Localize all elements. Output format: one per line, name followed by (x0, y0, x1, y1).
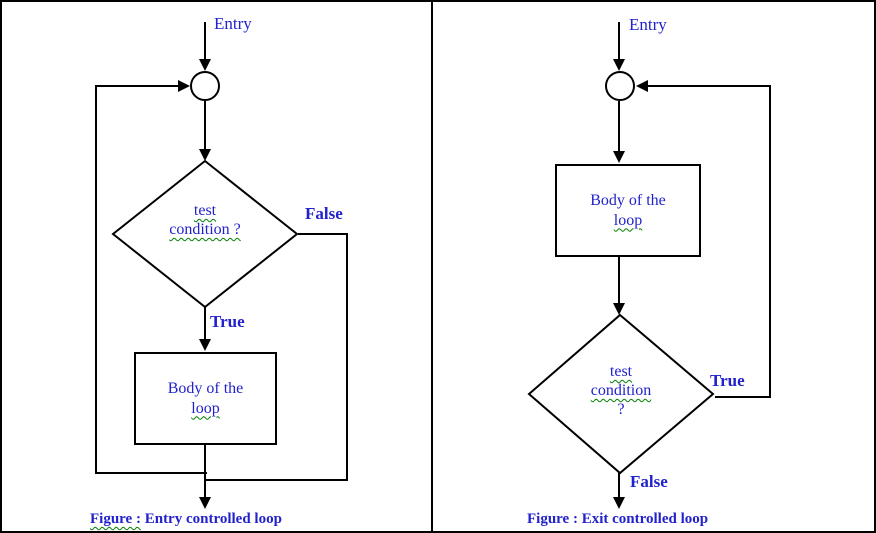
figure-caption-prefix: Figure : (527, 511, 578, 527)
figure-caption-prefix: Figure : (90, 511, 141, 527)
circle-to-diamond-line (204, 101, 206, 150)
figure-caption: Figure : Exit controlled loop (527, 511, 708, 528)
panel-divider-line (431, 2, 433, 531)
decision-diamond (527, 313, 715, 475)
arrow-down-icon (199, 497, 211, 509)
condition-line: test (193, 202, 217, 219)
body-of-loop-box: Body of the loop (555, 164, 701, 257)
connector-circle (605, 71, 635, 101)
entry-line (204, 22, 206, 60)
arrow-down-icon (199, 149, 211, 161)
loopback-top-line (647, 85, 771, 87)
arrow-down-icon (199, 59, 211, 71)
figure-caption: Figure : Entry controlled loop (90, 511, 282, 528)
arrow-down-icon (613, 59, 625, 71)
condition-text: test condition ? (527, 362, 715, 420)
body-text-line: Body of the (167, 379, 244, 397)
arrow-down-icon (613, 151, 625, 163)
false-label: False (630, 472, 668, 491)
condition-line: ? (617, 401, 625, 419)
decision-diamond-shape (527, 313, 715, 475)
loopback-right-line (769, 85, 771, 398)
condition-line: condition ? (169, 221, 241, 239)
true-label: True (710, 371, 745, 390)
connector-circle (190, 71, 220, 101)
figure-caption-text: Entry controlled loop (140, 511, 282, 527)
false-branch-bottom-line (206, 479, 348, 481)
entry-label: Entry (629, 15, 667, 34)
arrow-left-icon (636, 80, 648, 92)
loopback-left-line (95, 85, 97, 474)
diamond-to-body-line (204, 307, 206, 340)
body-text-line: Body of the (590, 191, 666, 209)
true-label: True (210, 312, 245, 331)
body-text-line: loop (613, 211, 643, 229)
body-to-diamond-line (618, 257, 620, 304)
entry-line (618, 22, 620, 60)
condition-line: condition (590, 382, 652, 400)
exit-line (618, 472, 620, 498)
arrow-down-icon (199, 339, 211, 351)
loopback-bottom-line (95, 472, 207, 474)
false-branch-right-line (346, 233, 348, 481)
false-label: False (305, 204, 343, 223)
exit-line (204, 445, 206, 498)
entry-label: Entry (214, 14, 252, 33)
body-of-loop-box: Body of the loop (134, 352, 277, 445)
false-branch-top-line (298, 233, 348, 235)
true-branch-line (715, 396, 771, 398)
condition-text: test condition ? (110, 201, 300, 239)
figure-caption-text: Exit controlled loop (577, 511, 709, 527)
body-text-line: loop (191, 399, 220, 417)
circle-to-body-line (618, 101, 620, 152)
loopback-top-line (95, 85, 179, 87)
arrow-down-icon (613, 497, 625, 509)
condition-line: test (609, 363, 633, 380)
arrow-right-icon (178, 80, 190, 92)
arrow-down-icon (613, 303, 625, 315)
